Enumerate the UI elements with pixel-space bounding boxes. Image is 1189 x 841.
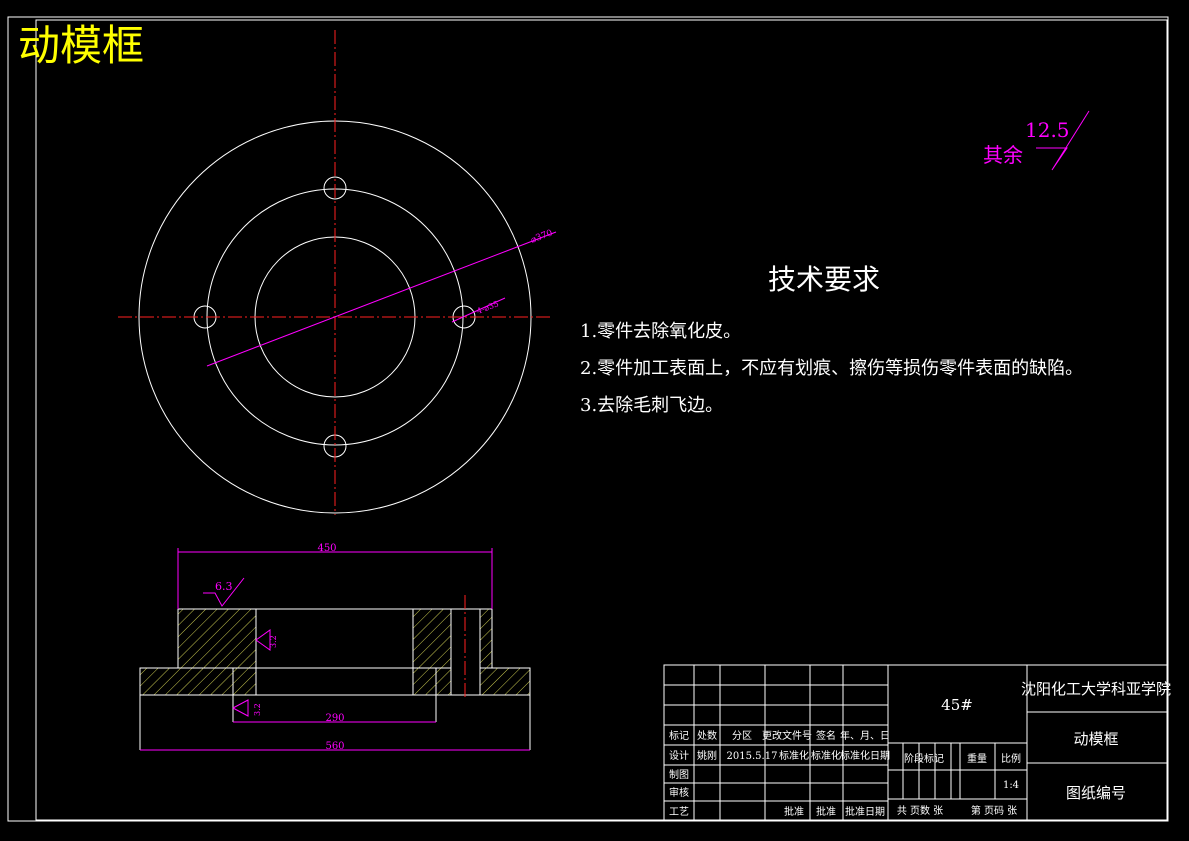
hatch-left-lower bbox=[139, 667, 257, 696]
tb-drawing-no: 图纸编号 bbox=[1066, 784, 1126, 802]
roughness-3-2-mid: 3.2 bbox=[269, 635, 278, 648]
inner-step bbox=[232, 667, 437, 696]
roughness-3-2-low: 3.2 bbox=[253, 703, 262, 716]
tech-item-1: 1.零件去除氧化皮。 bbox=[580, 321, 741, 342]
tb-h-sign: 签名 bbox=[816, 729, 836, 742]
tb-process: 工艺 bbox=[669, 806, 689, 818]
hatch-right-lower bbox=[479, 667, 531, 696]
dim-line-holes bbox=[451, 297, 506, 323]
tb-scale-label: 比例 bbox=[1001, 752, 1021, 765]
tb-draw: 制图 bbox=[669, 768, 689, 781]
tb-approve: 批准 bbox=[784, 805, 804, 818]
hatch-left-upper bbox=[177, 608, 257, 669]
dim-450: 450 bbox=[317, 543, 336, 554]
surface-finish-note: 其余 12.5 bbox=[983, 110, 1090, 171]
tech-requirements: 技术要求 1.零件去除氧化皮。 2.零件加工表面上，不应有划痕、擦伤等损伤零件表… bbox=[580, 263, 1083, 416]
tb-material: 45# bbox=[941, 696, 973, 714]
plan-view: ⌀370 4-⌀35 bbox=[118, 30, 557, 515]
tb-h-mark: 标记 bbox=[669, 730, 689, 742]
dim-line-diameter bbox=[206, 231, 557, 367]
tb-scale: 1:4 bbox=[1003, 780, 1019, 791]
dim-560: 560 bbox=[325, 741, 344, 752]
surface-finish-label: 其余 bbox=[983, 143, 1023, 167]
tb-total-sheets: 共 页数 张 bbox=[897, 804, 943, 817]
title-block: 45# 沈阳化工大学科亚学院 动模框 图纸编号 标记 处数 分区 更改文件号 签… bbox=[663, 664, 1171, 821]
tb-weight: 重量 bbox=[967, 752, 987, 765]
drawing-title: 动模框 bbox=[18, 21, 144, 70]
tb-h-count: 处数 bbox=[697, 729, 717, 742]
sheet-inner-border bbox=[35, 19, 1168, 821]
dim-hole-diameter: 4-⌀35 bbox=[475, 299, 500, 316]
sheet-outer-border bbox=[7, 16, 1169, 822]
bolt-hole-top bbox=[323, 176, 347, 200]
roughness-6-3: 6.3 bbox=[215, 580, 233, 593]
tb-stage-mark: 阶段标记 bbox=[904, 752, 944, 765]
surface-finish-value: 12.5 bbox=[1025, 118, 1070, 142]
hatch-right-upper bbox=[412, 608, 452, 669]
roughness-symbol-main bbox=[1036, 110, 1090, 171]
tb-approve2: 批准 bbox=[816, 805, 836, 818]
tb-std-date: 标准化日期 bbox=[840, 749, 890, 762]
roughness-symbol-top bbox=[203, 577, 245, 607]
section-outline bbox=[139, 608, 531, 696]
tb-h-date: 年、月、日 bbox=[840, 729, 890, 742]
tb-designer: 姚刚 bbox=[697, 749, 717, 762]
tb-review: 审核 bbox=[669, 786, 689, 799]
tech-item-2: 2.零件加工表面上，不应有划痕、擦伤等损伤零件表面的缺陷。 bbox=[580, 358, 1083, 379]
tb-school: 沈阳化工大学科亚学院 bbox=[1021, 680, 1171, 698]
tb-design: 设计 bbox=[669, 749, 689, 762]
tech-item-3: 3.去除毛刺飞边。 bbox=[580, 395, 723, 416]
tb-std1: 标准化 bbox=[779, 749, 809, 762]
tb-part-name: 动模框 bbox=[1073, 730, 1118, 748]
hatch-right-edge bbox=[479, 608, 493, 669]
tb-h-change: 更改文件号 bbox=[762, 729, 812, 742]
tb-sheet-no: 第 页码 张 bbox=[971, 804, 1017, 817]
section-view: 450 290 560 6.3 3.2 3.2 bbox=[139, 543, 531, 752]
tb-approve-date: 批准日期 bbox=[845, 805, 885, 818]
dim-outer-diameter: ⌀370 bbox=[529, 228, 554, 246]
hatch-right-mid bbox=[412, 667, 452, 696]
dim-290: 290 bbox=[325, 713, 344, 724]
tb-std2: 标准化 bbox=[811, 749, 841, 762]
tech-heading: 技术要求 bbox=[768, 263, 880, 296]
tb-design-date: 2015.5.17 bbox=[727, 751, 778, 762]
tb-h-zone: 分区 bbox=[732, 730, 752, 742]
